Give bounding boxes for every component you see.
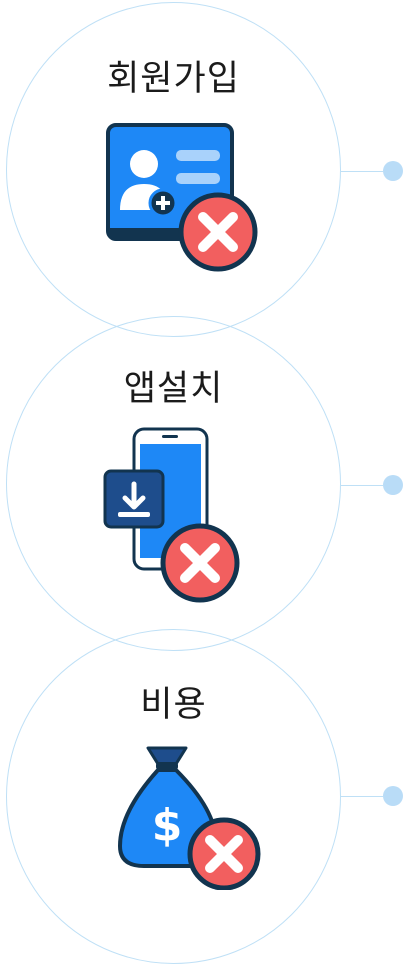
app-install-label: 앱설치 <box>123 369 224 409</box>
money-bag-icon: $ <box>118 742 262 891</box>
close-x-icon <box>160 523 240 603</box>
app-install-step-dot <box>383 475 403 495</box>
signup-step-dot <box>383 161 403 181</box>
cost-connector-line <box>341 796 383 797</box>
signup-connector-line <box>341 171 383 172</box>
signup-label: 회원가입 <box>107 59 240 99</box>
app-install-phone-icon <box>102 426 242 604</box>
cost-step-dot <box>383 786 403 806</box>
cost-circle <box>6 629 341 964</box>
close-x-icon <box>178 192 258 272</box>
cost-label: 비용 <box>140 685 207 725</box>
close-x-icon <box>187 817 261 891</box>
signup-card-icon <box>104 122 264 274</box>
app-install-connector-line <box>341 485 383 486</box>
svg-text:$: $ <box>152 800 183 851</box>
